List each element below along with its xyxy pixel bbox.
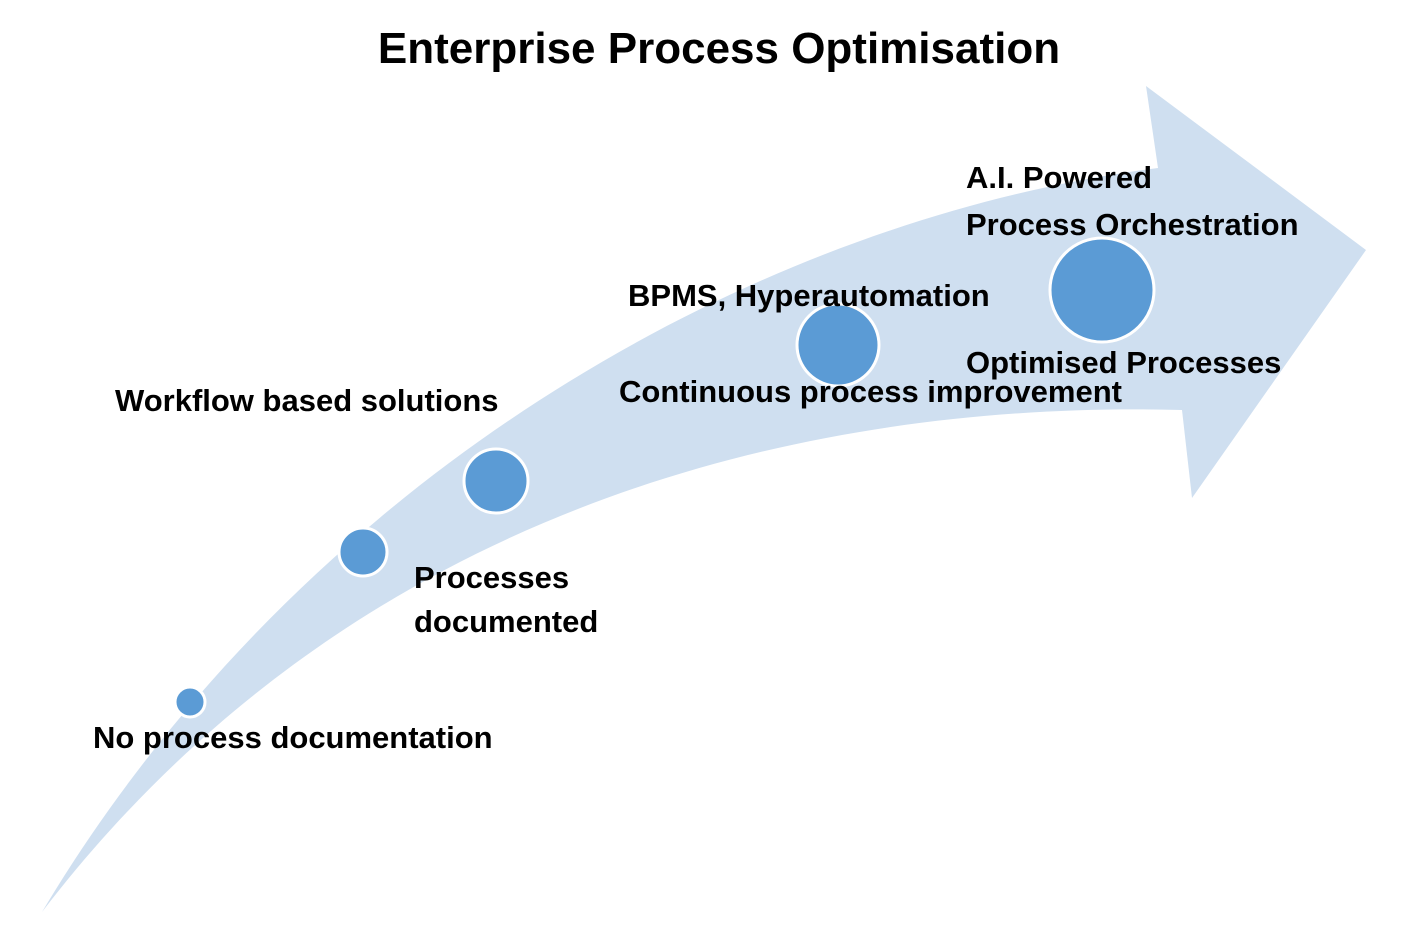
milestone-2-circle [337, 526, 389, 578]
stage-5-label-line-2: Process Orchestration [966, 207, 1299, 242]
stage-2-label-line-1: Processes [414, 560, 569, 595]
stage-2-label-line-2: documented [414, 604, 598, 639]
milestone-4-circle [795, 302, 881, 388]
milestone-5-circle [1048, 236, 1156, 344]
milestone-1-circle [173, 685, 207, 719]
stage-5-secondary-label: Optimised Processes [966, 345, 1281, 380]
milestone-3-circle [462, 447, 530, 515]
stage-4-label: BPMS, Hyperautomation [628, 278, 990, 313]
stage-3-label: Workflow based solutions [115, 383, 499, 418]
growth-arrow [42, 86, 1366, 912]
stage-4-secondary-label: Continuous process improvement [619, 374, 1122, 409]
stage-5-label-line-1: A.I. Powered [966, 160, 1152, 195]
diagram-title: Enterprise Process Optimisation [378, 24, 1060, 73]
stage-1-label: No process documentation [93, 720, 493, 755]
